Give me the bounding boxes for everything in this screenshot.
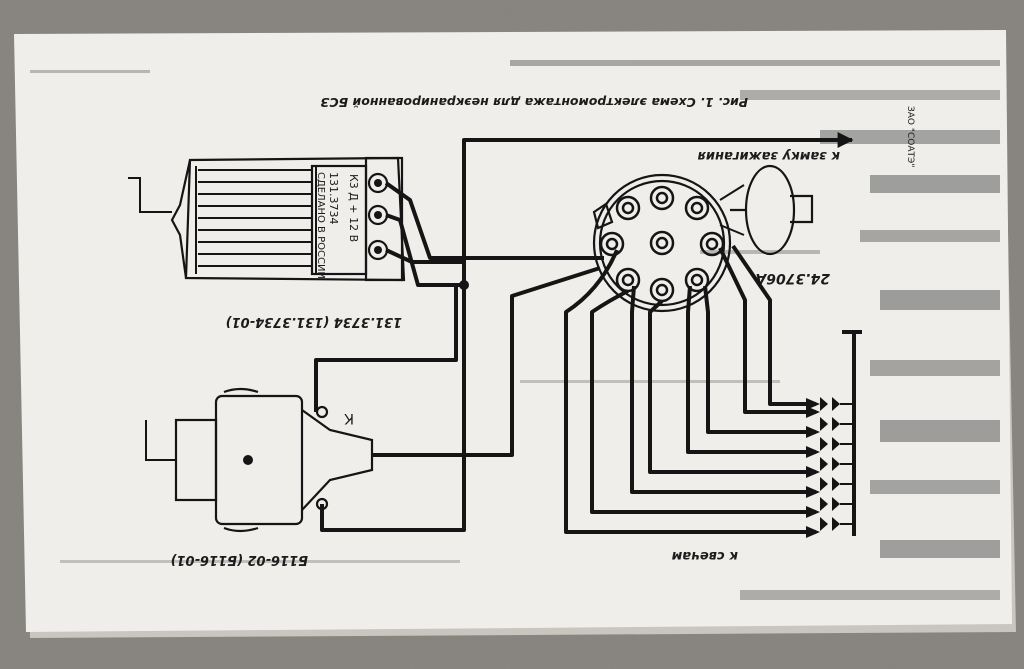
coil-code: Б116-02 (Б116-01): [171, 552, 308, 567]
switch-unit-code: 131.3734 (131.3734-01): [226, 314, 402, 329]
wiring: [314, 132, 862, 538]
switch-unit: [128, 156, 406, 282]
heat-sink-fins: [195, 166, 317, 274]
spark-plugs-label: к свечам: [671, 548, 738, 563]
switch-inscription-1: 131.3734: [327, 172, 340, 225]
vendor-stamp: ЗАО "СОАТЭ": [905, 106, 915, 167]
figure-caption: Рис. 1. Схема электромонтажа для неэкран…: [320, 95, 748, 110]
distributor-code: 24.3706А: [755, 270, 830, 286]
switch-terminal-labels: К3 Д + 12 В: [347, 174, 360, 242]
paper-sheet: [14, 30, 1016, 638]
ignition-switch-label: к замку зажигания: [698, 148, 841, 163]
switch-inscription-2: СДЕЛАНО В РОССИИ: [315, 172, 326, 279]
distributor: [592, 164, 814, 313]
coil-terminal-label: К: [344, 410, 354, 426]
